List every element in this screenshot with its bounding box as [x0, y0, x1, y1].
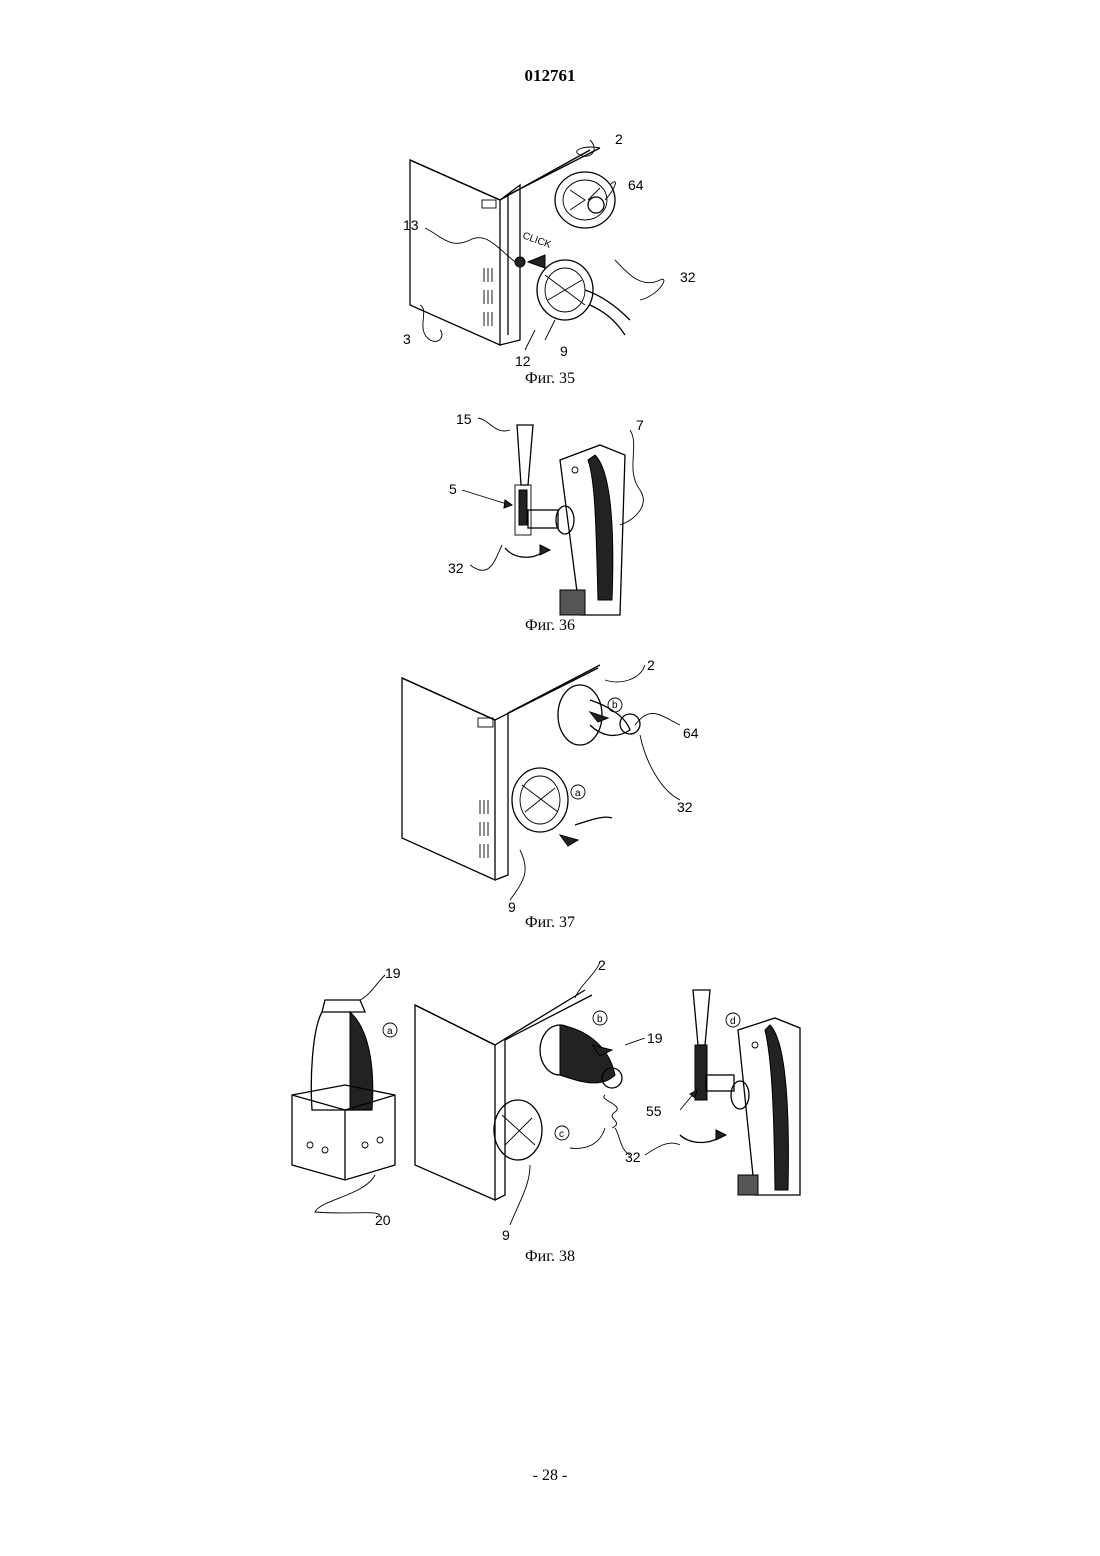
page-number: - 28 - [0, 1467, 1100, 1485]
step-mark-a: a [387, 1026, 393, 1037]
figure-38-caption: Фиг. 38 [0, 1248, 1100, 1266]
step-mark-b: b [597, 1014, 603, 1025]
label-20: 20 [375, 1212, 391, 1228]
label-2: 2 [598, 957, 606, 973]
label-19: 19 [385, 965, 401, 981]
step-mark-d: d [730, 1016, 736, 1027]
figure-38-drawing: a b c d 19 2 19 55 32 20 9 [0, 0, 1100, 1270]
step-mark-c: c [559, 1129, 564, 1140]
label-19-connector: 19 [647, 1030, 663, 1046]
label-32: 32 [625, 1149, 641, 1165]
figure-38: a b c d 19 2 19 55 32 20 9 [0, 0, 1100, 1270]
label-9: 9 [502, 1227, 510, 1243]
label-55: 55 [646, 1103, 662, 1119]
